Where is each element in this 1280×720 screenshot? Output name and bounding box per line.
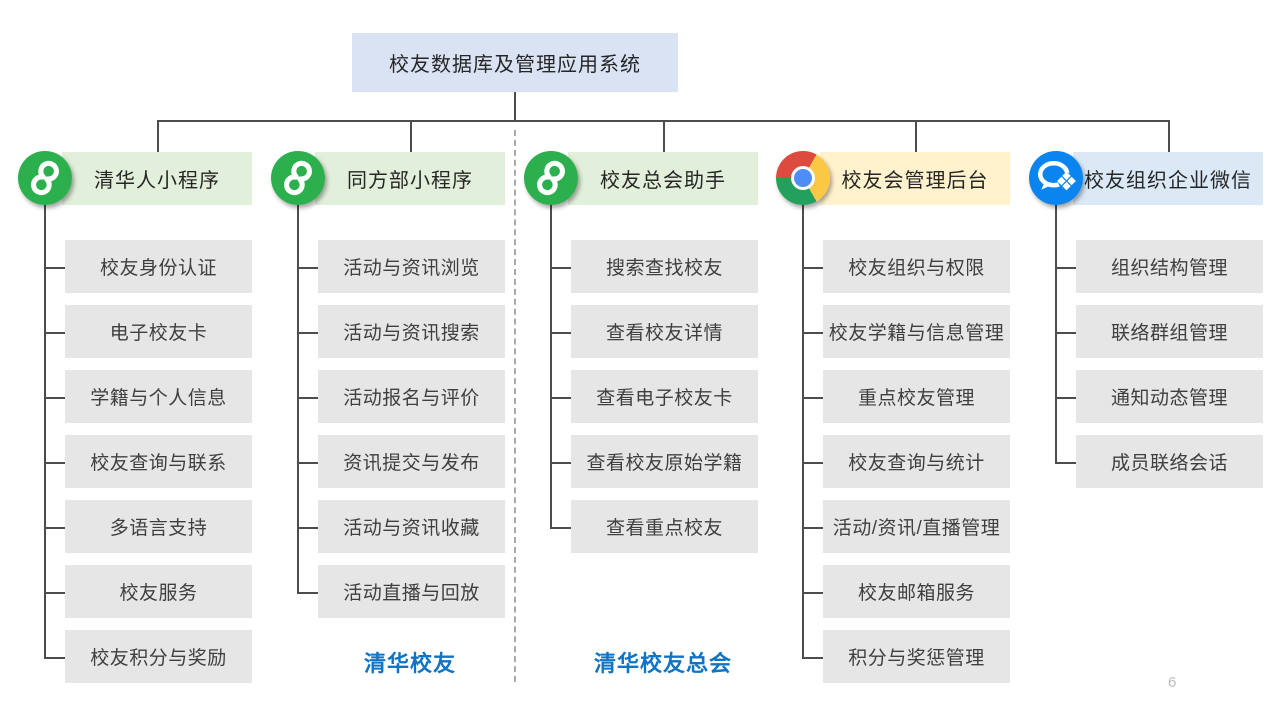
column-1-tick-line <box>44 657 65 659</box>
column-2-item-6: 活动直播与回放 <box>318 565 505 618</box>
column-1-header: 清华人小程序 <box>62 152 252 205</box>
column-2-item-1: 活动与资讯浏览 <box>318 240 505 293</box>
branch-drop-line <box>1168 120 1170 152</box>
column-4-item-3: 重点校友管理 <box>823 370 1010 423</box>
column-2-tick-line <box>297 267 318 269</box>
column-2-item-4: 资讯提交与发布 <box>318 435 505 488</box>
column-4-tick-line <box>802 657 823 659</box>
branch-drop-line <box>157 120 159 152</box>
branch-drop-line <box>663 120 665 152</box>
column-5-tick-line <box>1055 332 1076 334</box>
column-1-item-1: 校友身份认证 <box>65 240 252 293</box>
wechat-miniprogram-icon <box>524 151 578 205</box>
column-4-item-2: 校友学籍与信息管理 <box>823 305 1010 358</box>
column-4-tick-line <box>802 527 823 529</box>
column-2-tick-line <box>297 527 318 529</box>
column-3-item-1: 搜索查找校友 <box>571 240 758 293</box>
wechat-miniprogram-icon <box>18 151 72 205</box>
column-2-header: 同方部小程序 <box>315 152 505 205</box>
column-1-item-6: 校友服务 <box>65 565 252 618</box>
column-4-tick-line <box>802 462 823 464</box>
column-3-item-2: 查看校友详情 <box>571 305 758 358</box>
column-3-tick-line <box>550 267 571 269</box>
page-number: 6 <box>1168 674 1177 691</box>
column-1-tick-line <box>44 267 65 269</box>
column-2-tick-line <box>297 462 318 464</box>
column-1-item-7: 校友积分与奖励 <box>65 630 252 683</box>
column-4-item-1: 校友组织与权限 <box>823 240 1010 293</box>
column-5-tick-line <box>1055 397 1076 399</box>
column-4-item-5: 活动/资讯/直播管理 <box>823 500 1010 553</box>
column-5-item-1: 组织结构管理 <box>1076 240 1263 293</box>
column-4-tick-line <box>802 267 823 269</box>
column-5-item-3: 通知动态管理 <box>1076 370 1263 423</box>
column-2-tick-line <box>297 332 318 334</box>
column-3-tick-line <box>550 527 571 529</box>
column-5-tick-line <box>1055 462 1076 464</box>
chrome-icon-ring <box>791 166 815 190</box>
column-1-item-4: 校友查询与联系 <box>65 435 252 488</box>
root-system-box: 校友数据库及管理应用系统 <box>352 33 678 92</box>
column-2-item-3: 活动报名与评价 <box>318 370 505 423</box>
column-1-trunk-line <box>44 203 46 657</box>
column-1-item-3: 学籍与个人信息 <box>65 370 252 423</box>
top-rail-line <box>157 120 1168 122</box>
chrome-icon-center <box>794 169 812 187</box>
wechat-work-icon <box>1029 151 1083 205</box>
column-3-item-3: 查看电子校友卡 <box>571 370 758 423</box>
column-5-header: 校友组织企业微信 <box>1073 152 1263 205</box>
column-2-item-2: 活动与资讯搜索 <box>318 305 505 358</box>
column-4-item-4: 校友查询与统计 <box>823 435 1010 488</box>
column-1-item-5: 多语言支持 <box>65 500 252 553</box>
column-2-tick-line <box>297 397 318 399</box>
column-3-tick-line <box>550 462 571 464</box>
column-4-tick-line <box>802 332 823 334</box>
column-5-item-4: 成员联络会话 <box>1076 435 1263 488</box>
branch-drop-line <box>410 120 412 152</box>
column-2-tick-line <box>297 592 318 594</box>
column-3-tick-line <box>550 397 571 399</box>
column-5-item-2: 联络群组管理 <box>1076 305 1263 358</box>
section-divider-dashed-line <box>514 130 516 682</box>
column-3-item-4: 查看校友原始学籍 <box>571 435 758 488</box>
column-1-tick-line <box>44 592 65 594</box>
column-5-tick-line <box>1055 267 1076 269</box>
root-stem-line <box>514 92 516 121</box>
column-4-tick-line <box>802 592 823 594</box>
column-4-header: 校友会管理后台 <box>820 152 1010 205</box>
column-3-item-5: 查看重点校友 <box>571 500 758 553</box>
column-2-footer-label: 清华校友 <box>363 651 456 676</box>
column-1-tick-line <box>44 397 65 399</box>
column-1-tick-line <box>44 462 65 464</box>
column-2-item-5: 活动与资讯收藏 <box>318 500 505 553</box>
column-1-tick-line <box>44 527 65 529</box>
column-4-tick-line <box>802 397 823 399</box>
column-4-trunk-line <box>802 203 804 657</box>
wechat-miniprogram-icon <box>271 151 325 205</box>
column-3-trunk-line <box>550 203 552 527</box>
column-3-footer-label: 清华校友总会 <box>593 651 732 676</box>
chrome-icon <box>776 151 830 205</box>
column-4-item-7: 积分与奖惩管理 <box>823 630 1010 683</box>
column-1-tick-line <box>44 332 65 334</box>
branch-drop-line <box>915 120 917 152</box>
column-1-item-2: 电子校友卡 <box>65 305 252 358</box>
column-3-header: 校友总会助手 <box>568 152 758 205</box>
column-4-item-6: 校友邮箱服务 <box>823 565 1010 618</box>
column-3-tick-line <box>550 332 571 334</box>
